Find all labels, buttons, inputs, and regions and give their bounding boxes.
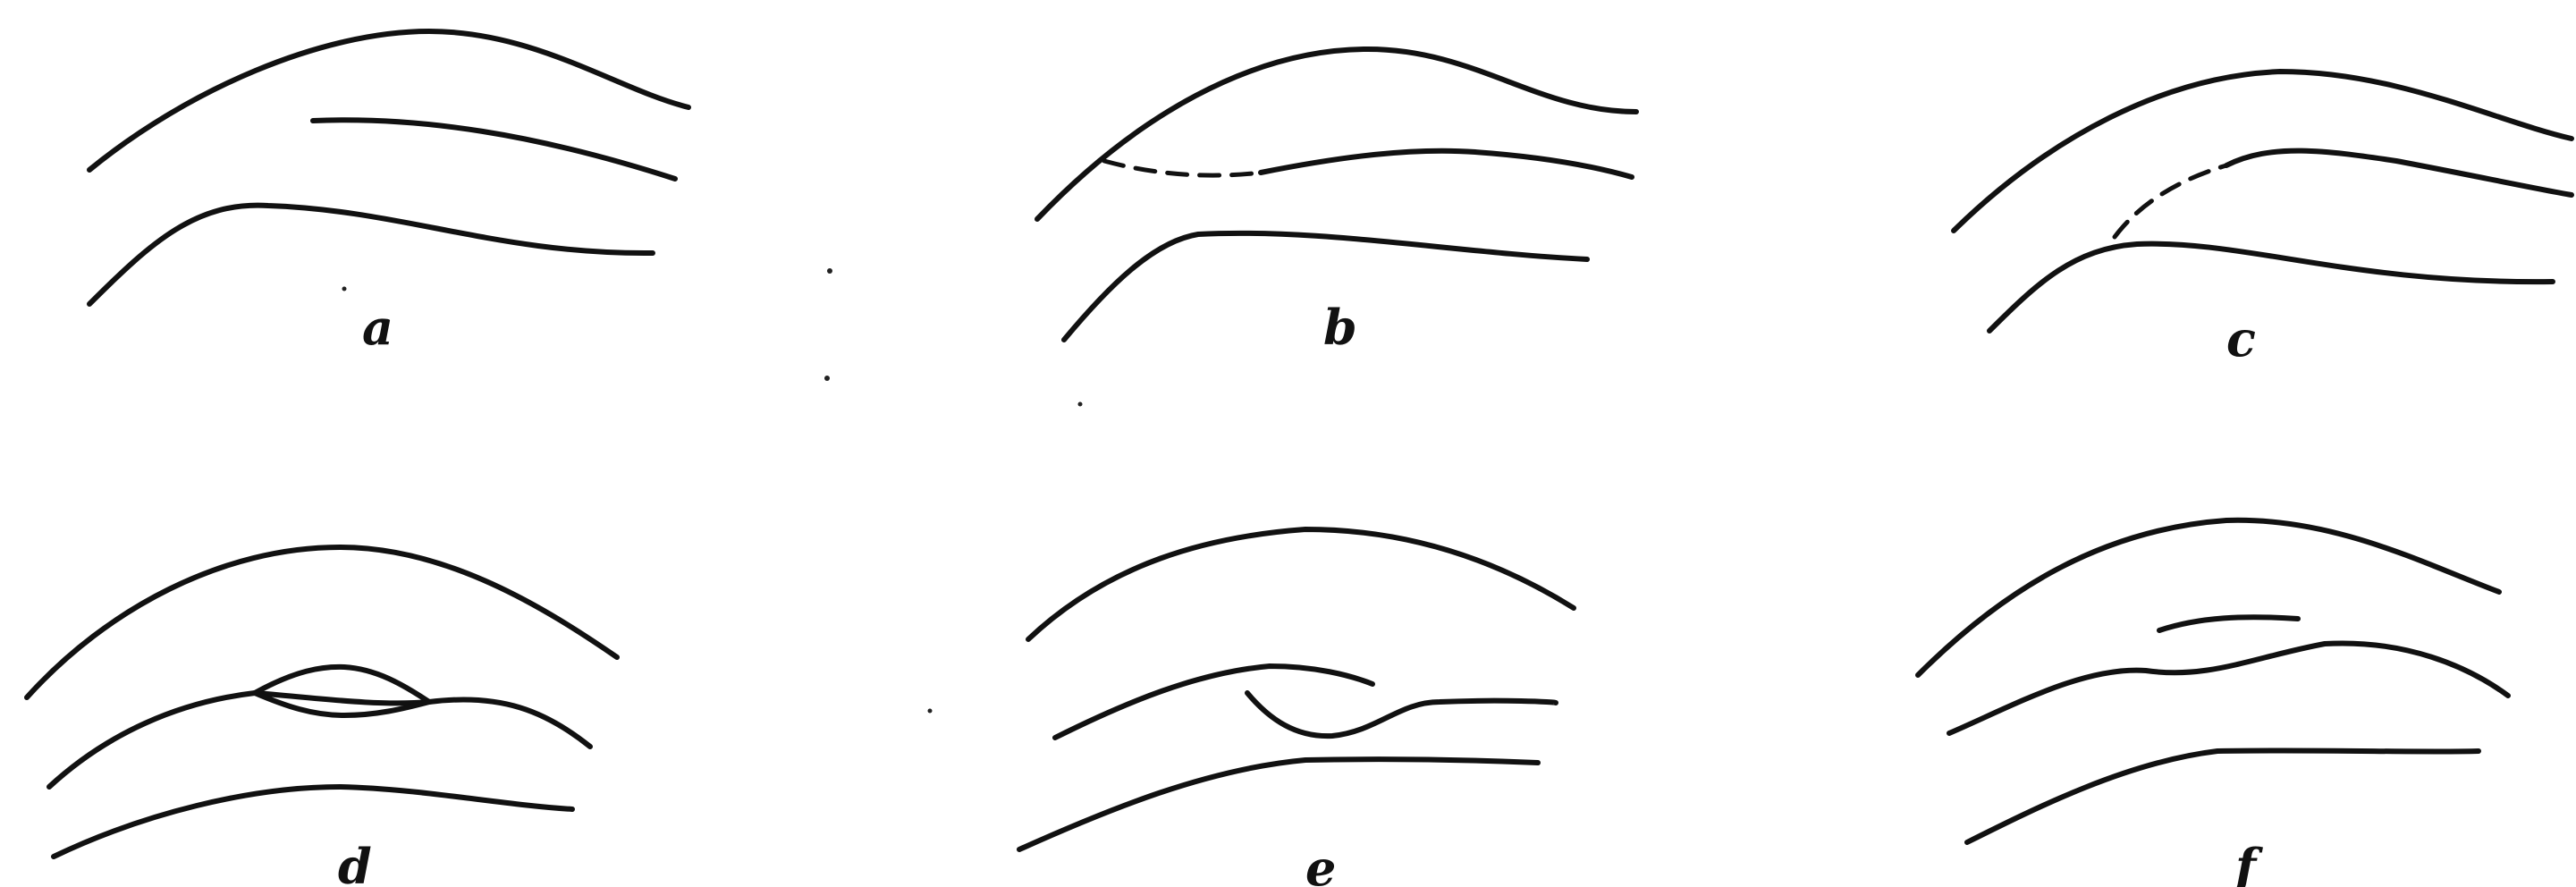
panel-f-line-middle [1949, 643, 2508, 733]
panel-b-line-top [1037, 49, 1636, 219]
panel-d-line-middle [49, 693, 590, 787]
panel-e-line-top [1028, 529, 1574, 639]
panel-b-line-middle [1261, 151, 1632, 177]
panel-f: f [1918, 520, 2508, 887]
panel-e-line-upper-middle [1055, 666, 1372, 738]
panel-e-line-lower-middle [1247, 693, 1556, 736]
panel-e-label: e [1305, 840, 1336, 887]
panel-a-line-top [89, 31, 688, 170]
panel-d-line-top [27, 547, 617, 697]
panel-c-dashed-line [2115, 165, 2226, 237]
panel-a-label: a [362, 299, 393, 356]
panel-f-line-bottom [1967, 750, 2479, 842]
panel-c-line-bottom [1989, 244, 2553, 331]
panel-a-line-bottom [89, 206, 653, 304]
panel-d-line-bottom [54, 787, 572, 857]
panel-b-dashed-line [1104, 161, 1261, 175]
panel-c-line-middle [2226, 151, 2572, 195]
panel-d-label: d [338, 838, 372, 887]
panel-d: d [27, 547, 617, 887]
panel-e: e [1019, 529, 1574, 887]
panel-e-line-bottom [1019, 759, 1538, 849]
panel-a-line-middle [313, 120, 675, 179]
panel-c-label: c [2226, 310, 2256, 367]
panel-c: c [1954, 72, 2572, 367]
speck-4 [928, 709, 933, 714]
speck-1 [827, 268, 832, 274]
panel-b: b [1037, 49, 1636, 356]
panel-f-line-short [2159, 617, 2298, 630]
panel-f-label: f [2232, 838, 2263, 887]
speck-5 [342, 287, 347, 291]
panel-a: a [89, 31, 688, 356]
speck-3 [1078, 402, 1083, 407]
speck-2 [824, 376, 830, 381]
panel-b-label: b [1323, 299, 1357, 356]
